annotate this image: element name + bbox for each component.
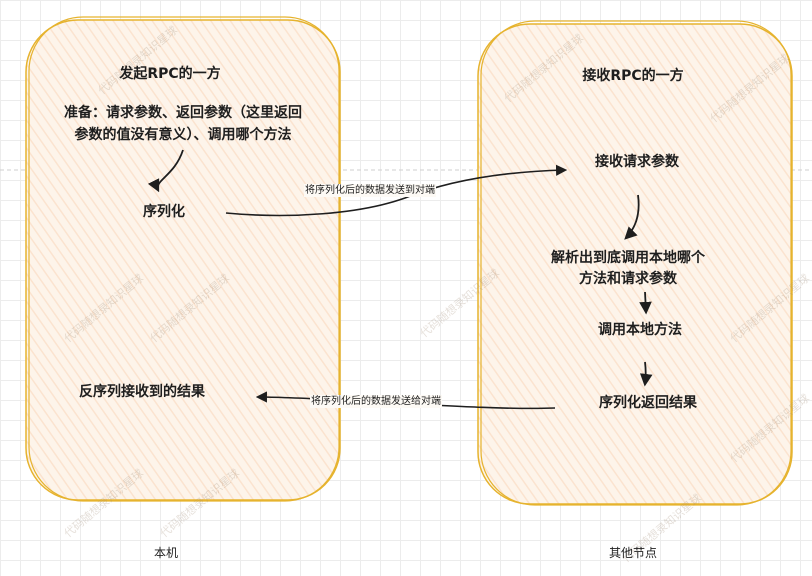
left-panel-title: 发起RPC的一方: [119, 66, 221, 82]
receive-node: 接收请求参数: [595, 154, 679, 170]
prep-text-line2: 参数的值没有意义）、调用哪个方法: [74, 127, 292, 143]
caption-local-machine: 本机: [153, 546, 179, 560]
arrow-call-to-serialize: [639, 361, 653, 387]
right-panel: [477, 20, 793, 506]
parse-node-line1: 解析出到底调用本地哪个: [551, 250, 705, 266]
right-panel-title: 接收RPC的一方: [582, 68, 684, 84]
serialize-return-node: 序列化返回结果: [599, 395, 697, 411]
arrow-receive-to-parse: [624, 194, 640, 240]
prep-text-line1: 准备：请求参数、返回参数（这里返回: [64, 105, 302, 121]
left-panel: [25, 16, 341, 502]
edge-label-send-request: 将序列化后的数据发送到对端: [304, 184, 436, 197]
caption-other-node: 其他节点: [608, 546, 658, 560]
arrow-prep-to-serialize: [147, 149, 184, 193]
call-local-node: 调用本地方法: [598, 322, 682, 338]
serialize-node: 序列化: [143, 204, 185, 220]
arrow-send-request: [225, 164, 568, 217]
parse-node-line2: 方法和请求参数: [579, 271, 677, 287]
arrow-parse-to-call: [639, 291, 652, 315]
deserialize-node: 反序列接收到的结果: [79, 384, 205, 400]
edge-label-send-result: 将序列化后的数据发送给对端: [310, 395, 442, 408]
